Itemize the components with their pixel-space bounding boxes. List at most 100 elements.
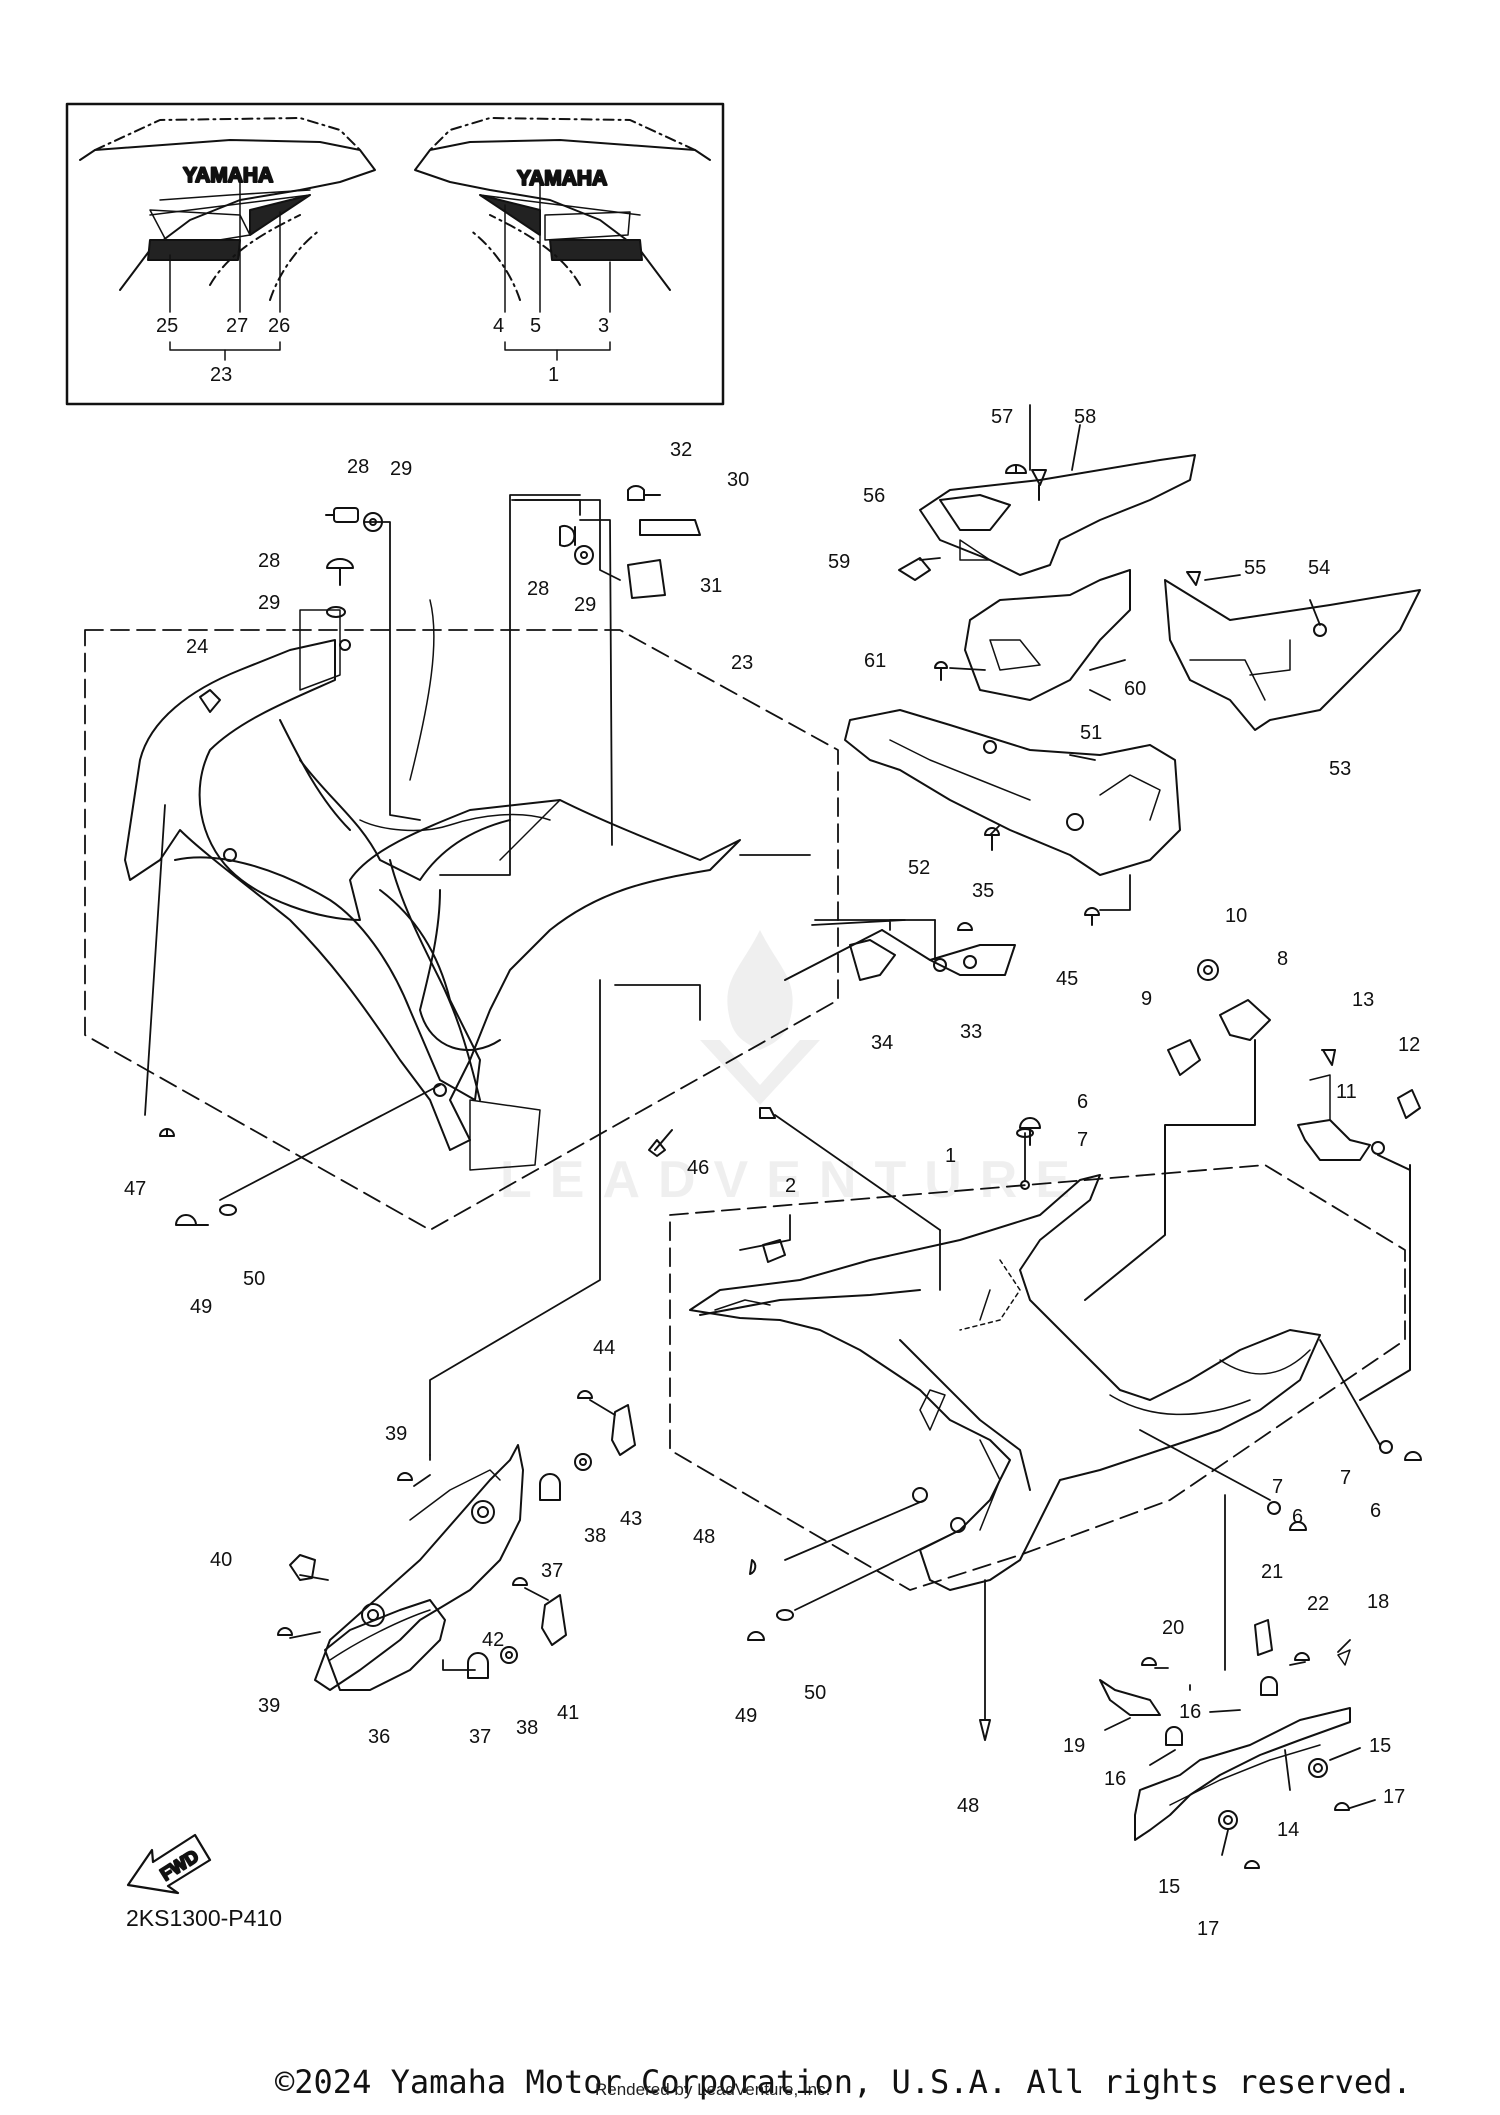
callout-1: 1 (548, 364, 559, 386)
callout-47: 47 (124, 1178, 146, 1200)
callout-23: 23 (210, 364, 232, 386)
assembly-outline-1 (669, 1164, 1406, 1591)
callout-61: 61 (864, 650, 886, 672)
callout-20: 20 (1162, 1617, 1184, 1639)
callout-49: 49 (190, 1296, 212, 1318)
callout-15: 15 (1369, 1735, 1391, 1757)
callout-11: 11 (1336, 1081, 1357, 1103)
lower-right-leaders (1104, 1639, 1376, 1856)
callout-6: 6 (1077, 1091, 1088, 1113)
callout-7: 7 (1272, 1476, 1283, 1498)
callout-35: 35 (972, 880, 994, 902)
left-cowling-decal-view (79, 117, 376, 301)
callout-3: 3 (598, 315, 609, 337)
lower-right-bracket (1099, 1619, 1351, 1869)
right-hardware (747, 1107, 1422, 1741)
callout-38: 38 (584, 1525, 606, 1547)
callout-14: 14 (1277, 1819, 1299, 1841)
right-side-cowling (689, 1174, 1321, 1591)
callout-28: 28 (347, 456, 369, 478)
callout-18: 18 (1367, 1591, 1389, 1613)
lower-left-panel (277, 1390, 636, 1691)
callout-52: 52 (908, 857, 930, 879)
callout-17: 17 (1197, 1918, 1219, 1940)
callout-39: 39 (258, 1695, 280, 1717)
decal-leader-lines (169, 179, 611, 361)
right-cowling-decal-view (414, 117, 711, 301)
upper-right-brackets (844, 454, 1421, 876)
callout-31: 31 (700, 575, 722, 597)
left-hardware (159, 485, 701, 1226)
brackets-33-34-35 (784, 922, 1016, 981)
lower-left-leaders (289, 1399, 616, 1671)
callout-50: 50 (804, 1682, 826, 1704)
brackets-8-13 (1084, 959, 1421, 1401)
callout-17: 17 (1383, 1786, 1405, 1808)
callout-48: 48 (693, 1526, 715, 1548)
callout-50: 50 (243, 1268, 265, 1290)
callout-29: 29 (390, 458, 412, 480)
callout-48: 48 (957, 1795, 979, 1817)
callout-7: 7 (1077, 1129, 1088, 1151)
assembly-outline-23 (84, 629, 839, 1231)
callout-23: 23 (731, 652, 753, 674)
callout-32: 32 (670, 439, 692, 461)
yamaha-label-left: YAMAHA (183, 164, 273, 187)
copyright-notice: ©2024 Yamaha Motor Corporation, U.S.A. A… (275, 2063, 1412, 2101)
left-side-cowling (124, 599, 741, 1171)
callout-1: 1 (945, 1145, 956, 1167)
callout-16: 16 (1179, 1701, 1201, 1723)
callout-30: 30 (727, 469, 749, 491)
callout-6: 6 (1370, 1500, 1381, 1522)
callout-54: 54 (1308, 557, 1330, 579)
callout-40: 40 (210, 1549, 232, 1571)
fwd-arrow-icon (126, 1833, 212, 1895)
callout-57: 57 (991, 406, 1013, 428)
callout-29: 29 (574, 594, 596, 616)
callout-36: 36 (368, 1726, 390, 1748)
callout-7: 7 (1340, 1467, 1351, 1489)
callout-19: 19 (1063, 1735, 1085, 1757)
callout-42: 42 (482, 1629, 504, 1651)
callout-49: 49 (735, 1705, 757, 1727)
left-cowling-leaders (144, 494, 936, 1456)
callout-2: 2 (785, 1175, 796, 1197)
rendered-by-notice: Rendered by LeadVenture, Inc. (595, 2080, 831, 2099)
callout-56: 56 (863, 485, 885, 507)
callout-37: 37 (469, 1726, 491, 1748)
diagram-code: 2KS1300-P410 (126, 1905, 283, 1931)
callout-41: 41 (557, 1702, 579, 1724)
callout-59: 59 (828, 551, 850, 573)
callout-8: 8 (1277, 948, 1288, 970)
leadventure-logo-watermark (700, 930, 820, 1105)
callout-53: 53 (1329, 758, 1351, 780)
callout-5: 5 (530, 315, 541, 337)
callout-46: 46 (687, 1157, 709, 1179)
callout-24: 24 (186, 636, 208, 658)
callout-13: 13 (1352, 989, 1374, 1011)
callout-55: 55 (1244, 557, 1266, 579)
callout-29: 29 (258, 592, 280, 614)
callout-28: 28 (258, 550, 280, 572)
callout-25: 25 (156, 315, 178, 337)
callout-39: 39 (385, 1423, 407, 1445)
yamaha-label-right: YAMAHA (517, 167, 607, 190)
callout-9: 9 (1141, 988, 1152, 1010)
decal-inset-box (65, 102, 725, 406)
callout-22: 22 (1307, 1593, 1329, 1615)
callout-27: 27 (226, 315, 248, 337)
callout-15: 15 (1158, 1876, 1180, 1898)
callout-43: 43 (620, 1508, 642, 1530)
callout-16: 16 (1104, 1768, 1126, 1790)
callout-21: 21 (1261, 1561, 1283, 1583)
callout-12: 12 (1398, 1034, 1420, 1056)
callout-60: 60 (1124, 678, 1146, 700)
right-cowling-leaders (739, 1114, 1381, 1721)
callout-58: 58 (1074, 406, 1096, 428)
callout-38: 38 (516, 1717, 538, 1739)
callout-45: 45 (1056, 968, 1078, 990)
callout-33: 33 (960, 1021, 982, 1043)
callout-44: 44 (593, 1337, 615, 1359)
